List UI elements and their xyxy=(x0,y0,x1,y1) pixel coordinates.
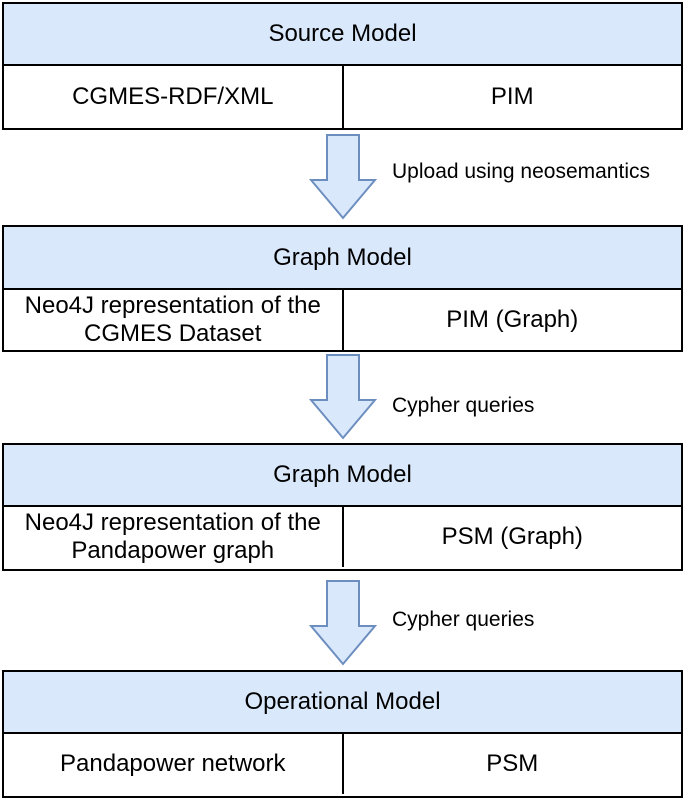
graph-model-header-2: Graph Model xyxy=(4,445,681,507)
cypher-queries-label-2: Cypher queries xyxy=(392,608,535,631)
source-model-header: Source Model xyxy=(4,4,681,66)
pim-cell: PIM xyxy=(490,83,534,110)
graph-model-header-1: Graph Model xyxy=(4,227,681,290)
graph-model-cgmes-block: Graph Model Neo4J representation of the … xyxy=(2,225,683,352)
graph-model-pandapower-block: Graph Model Neo4J representation of the … xyxy=(2,443,683,571)
down-arrow-1 xyxy=(309,134,377,220)
operational-model-row: Pandapower network PSM xyxy=(4,734,681,794)
source-model-block: Source Model CGMES-RDF/XML PIM xyxy=(2,2,683,130)
down-arrow-3-shape xyxy=(309,580,377,666)
neo4j-pandapower-line-1: Neo4J representation of the xyxy=(24,509,321,536)
pandapower-network-cell: Pandapower network xyxy=(4,734,344,794)
psm-graph-cell: PSM (Graph) xyxy=(441,523,583,550)
neo4j-pandapower-cell: Neo4J representation of the Pandapower g… xyxy=(4,507,344,567)
upload-neosemantics-label: Upload using neosemantics xyxy=(392,160,650,183)
graph-model-cgmes-row: Neo4J representation of the CGMES Datase… xyxy=(4,290,681,350)
down-arrow-2 xyxy=(309,354,377,440)
cypher-queries-label-1: Cypher queries xyxy=(392,394,535,417)
pim-graph-cell: PIM (Graph) xyxy=(446,306,579,333)
operational-model-header: Operational Model xyxy=(4,672,681,734)
neo4j-cgmes-line-1: Neo4J representation of the xyxy=(24,292,321,319)
neo4j-cgmes-line-2: CGMES Dataset xyxy=(84,320,262,347)
source-model-row: CGMES-RDF/XML PIM xyxy=(4,66,681,128)
down-arrow-1-shape xyxy=(309,134,377,220)
graph-model-pandapower-row: Neo4J representation of the Pandapower g… xyxy=(4,507,681,567)
neo4j-pandapower-line-2: Pandapower graph xyxy=(71,537,275,564)
cgmes-rdf-xml-cell: CGMES-RDF/XML xyxy=(4,66,344,128)
operational-model-block: Operational Model Pandapower network PSM xyxy=(2,670,683,798)
down-arrow-3 xyxy=(309,580,377,666)
neo4j-cgmes-cell: Neo4J representation of the CGMES Datase… xyxy=(4,290,344,350)
psm-cell: PSM xyxy=(486,750,539,777)
down-arrow-2-shape xyxy=(309,354,377,440)
